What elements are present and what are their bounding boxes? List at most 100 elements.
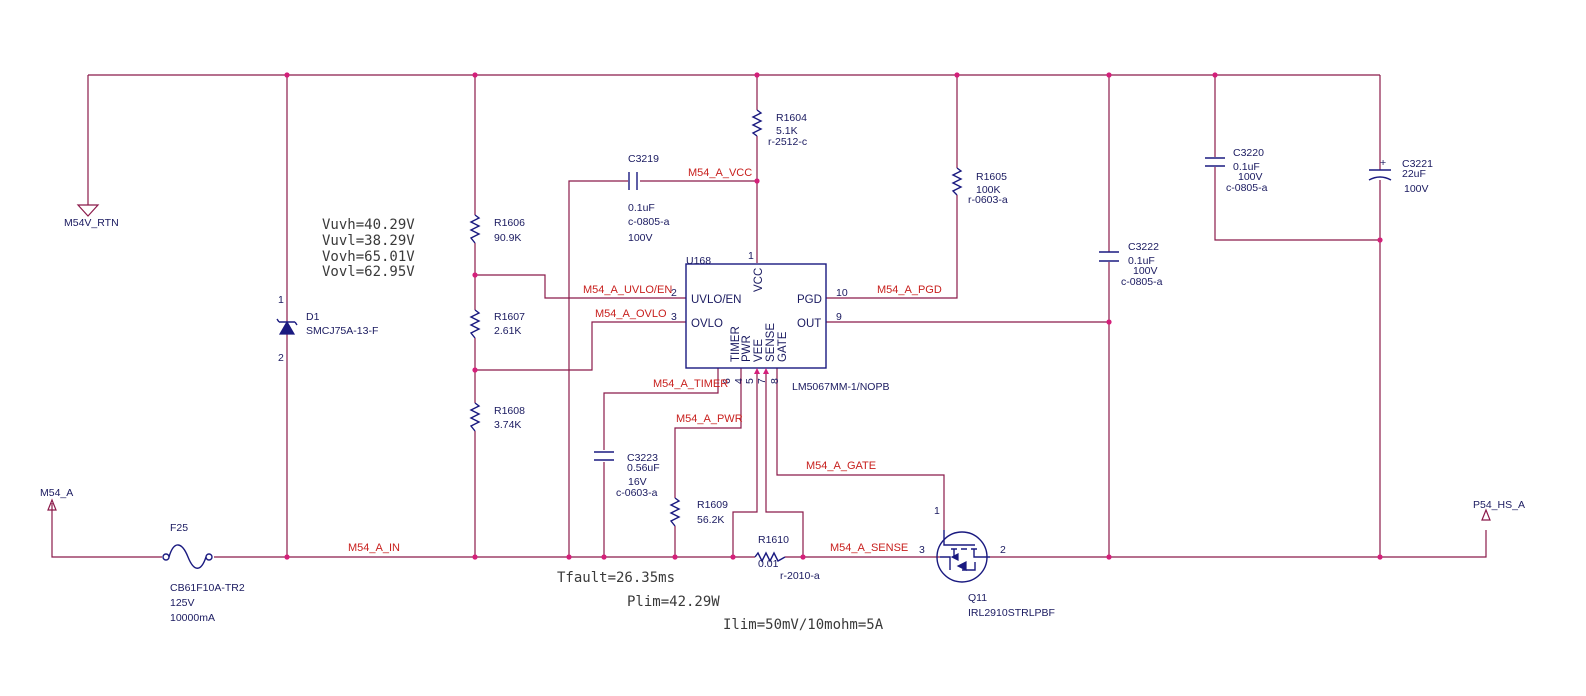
fuse-f25[interactable]: F25 CB61F10A-TR2 125V 10000mA bbox=[138, 522, 245, 624]
junction-dot bbox=[1106, 554, 1112, 560]
current-rating: 10000mA bbox=[170, 612, 215, 624]
resistor-r1608[interactable]: R1608 3.74K bbox=[469, 402, 525, 432]
net-labels: M54_A_VCC M54_A_UVLO/EN M54_A_OVLO M54_A… bbox=[348, 167, 942, 554]
junction-dot bbox=[1212, 72, 1218, 78]
pin-number: 9 bbox=[836, 311, 842, 323]
part-number: IRL2910STRLPBF bbox=[968, 607, 1055, 619]
pin-name-uvlo: UVLO/EN bbox=[691, 294, 742, 306]
voltage-rating: 16V bbox=[628, 476, 647, 488]
net-label-vcc[interactable]: M54_A_VCC bbox=[688, 167, 752, 179]
junction-dot bbox=[284, 72, 290, 78]
resistance-value: 90.9K bbox=[494, 232, 521, 244]
capacitor-c3223[interactable]: C3223 0.56uF 16V c-0603-a bbox=[594, 451, 660, 499]
net-label-gate[interactable]: M54_A_GATE bbox=[806, 460, 876, 472]
capacitance-value: 0.1uF bbox=[628, 202, 655, 214]
pin-name-timer: TIMER bbox=[730, 326, 742, 362]
junction-dot bbox=[472, 554, 478, 560]
ref-designator: Q11 bbox=[968, 592, 987, 604]
resistor-r1609[interactable]: R1609 56.2K bbox=[669, 497, 728, 527]
ref-designator: R1608 bbox=[494, 405, 525, 417]
capacitance-value: 0.56uF bbox=[627, 462, 660, 474]
resistor-r1606[interactable]: R1606 90.9K bbox=[469, 214, 525, 244]
net-label-timer[interactable]: M54_A_TIMER bbox=[653, 378, 728, 390]
voltage-rating: 125V bbox=[170, 597, 195, 609]
net-label-ovlo[interactable]: M54_A_OVLO bbox=[595, 308, 667, 320]
port-m54-a[interactable]: M54_A bbox=[40, 487, 73, 511]
port-label: P54_HS_A bbox=[1473, 499, 1525, 511]
junction-dot bbox=[1377, 237, 1383, 243]
tvs-diode-icon bbox=[278, 320, 296, 335]
capacitance-value: 22uF bbox=[1402, 168, 1426, 180]
junction-dot bbox=[954, 72, 960, 78]
pin-name-vee: VEE bbox=[753, 339, 765, 362]
pin-name-vcc: VCC bbox=[753, 268, 765, 292]
ref-designator: F25 bbox=[170, 522, 188, 534]
capacitor-c3219[interactable]: C3219 0.1uF c-0805-a 100V bbox=[628, 153, 670, 244]
capacitor-c3221[interactable]: + C3221 22uF 100V bbox=[1368, 157, 1433, 195]
ref-designator: R1609 bbox=[697, 499, 728, 511]
resistor-r1607[interactable]: R1607 2.61K bbox=[469, 309, 525, 339]
footprint: c-0805-a bbox=[1121, 276, 1163, 288]
resistor-icon bbox=[754, 551, 786, 563]
port-m54v-rtn[interactable]: M54V_RTN bbox=[64, 204, 119, 229]
pin-number: 2 bbox=[278, 352, 284, 364]
junction-dot bbox=[601, 554, 607, 560]
ic-body bbox=[685, 263, 827, 369]
note-ilim: Ilim=50mV/10mohm=5A bbox=[723, 617, 884, 633]
net-label-sense[interactable]: M54_A_SENSE bbox=[830, 542, 908, 554]
junction-dot bbox=[472, 272, 478, 278]
ic-ref-designator: U168 bbox=[686, 255, 711, 267]
resistor-r1610[interactable]: R1610 0.01 r-2010-a bbox=[754, 534, 820, 582]
capacitor-c3222[interactable]: C3222 0.1uF 100V c-0805-a bbox=[1099, 241, 1163, 288]
part-number: CB61F10A-TR2 bbox=[170, 582, 245, 594]
pin-name-pwr: PWR bbox=[741, 335, 753, 362]
wires bbox=[51, 74, 1487, 558]
port-label: M54V_RTN bbox=[64, 217, 119, 229]
net-label-in[interactable]: M54_A_IN bbox=[348, 542, 400, 554]
footprint: r-2512-c bbox=[768, 136, 807, 148]
pin-number: 6 bbox=[721, 378, 733, 384]
ref-designator: R1610 bbox=[758, 534, 789, 546]
footprint: r-0603-a bbox=[968, 194, 1008, 206]
mosfet-q11[interactable]: 1 3 2 Q11 IRL2910STRLPBF bbox=[919, 505, 1055, 619]
net-label-pwr[interactable]: M54_A_PWR bbox=[676, 413, 743, 425]
junction-dot bbox=[672, 554, 678, 560]
junctions bbox=[284, 72, 1383, 560]
junction-dot bbox=[472, 367, 478, 373]
junction-dot bbox=[1106, 72, 1112, 78]
design-notes: Vuvh=40.29V Vuvl=38.29V Vovh=65.01V Vovl… bbox=[322, 217, 884, 633]
note-vuvl: Vuvl=38.29V bbox=[322, 233, 415, 249]
pin-number: 3 bbox=[671, 311, 677, 323]
pin-number: 7 bbox=[756, 378, 768, 384]
port-p54-hs-a[interactable]: P54_HS_A bbox=[1473, 499, 1525, 521]
capacitance-value: 0.1uF bbox=[1128, 255, 1155, 267]
footprint: r-2010-a bbox=[780, 570, 820, 582]
resistance-value: 0.01 bbox=[758, 558, 779, 570]
resistor-r1605[interactable]: R1605 100K r-0603-a bbox=[951, 167, 1008, 206]
polarized-capacitor-icon bbox=[1368, 169, 1392, 181]
ground-triangle-icon bbox=[76, 204, 100, 217]
resistor-icon bbox=[669, 497, 681, 527]
ref-designator: R1605 bbox=[976, 171, 1007, 183]
capacitor-c3220[interactable]: C3220 0.1uF 100V c-0805-a bbox=[1205, 147, 1268, 194]
junction-dot bbox=[566, 554, 572, 560]
polarity-mark: + bbox=[1380, 157, 1386, 169]
ref-designator: C3221 bbox=[1402, 158, 1433, 170]
resistance-value: 56.2K bbox=[697, 514, 724, 526]
mosfet-icon bbox=[940, 530, 990, 571]
ic-u168[interactable]: U168 LM5067MM-1/NOPB UVLO/EN OVLO PGD OU… bbox=[671, 250, 889, 393]
footprint: c-0805-a bbox=[1226, 182, 1268, 194]
ref-designator: R1606 bbox=[494, 217, 525, 229]
resistor-r1604[interactable]: R1604 5.1K r-2512-c bbox=[751, 109, 807, 148]
pin-number: 4 bbox=[733, 378, 745, 384]
junction-dot bbox=[284, 554, 290, 560]
ref-designator: C3222 bbox=[1128, 241, 1159, 253]
footprint: c-0805-a bbox=[628, 216, 670, 228]
junction-dot bbox=[730, 554, 736, 560]
ref-designator: R1604 bbox=[776, 112, 807, 124]
diode-d1[interactable]: 1 2 D1 SMCJ75A-13-F bbox=[276, 294, 378, 364]
fuse-icon bbox=[168, 544, 207, 569]
net-label-pgd[interactable]: M54_A_PGD bbox=[877, 284, 942, 296]
resistance-value: 5.1K bbox=[776, 125, 798, 137]
net-label-uvlo[interactable]: M54_A_UVLO/EN bbox=[583, 284, 672, 296]
